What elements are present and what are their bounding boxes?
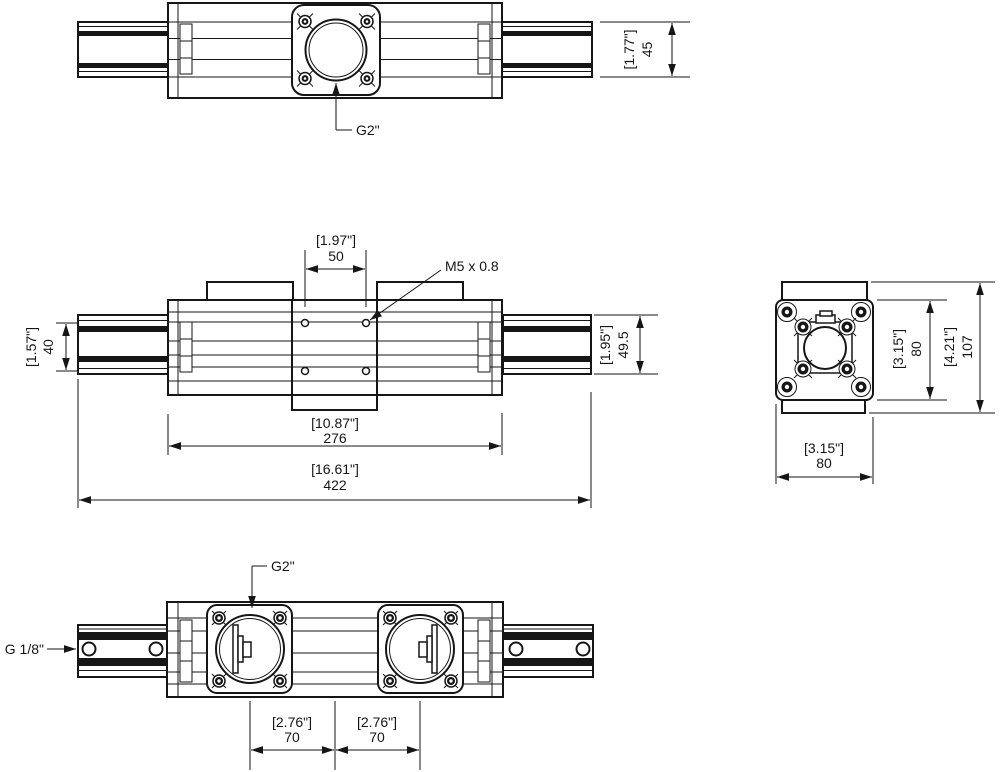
side-bore-screw	[793, 317, 813, 337]
side-dim-overall-h-mm: 107	[959, 335, 975, 359]
front-dim-body-mm: 276	[323, 430, 347, 446]
m5-hole	[300, 318, 310, 328]
m5-hole	[361, 366, 371, 376]
front-dim-guide-inch: [1.57"]	[23, 327, 39, 367]
top-view-left-rail	[77, 21, 169, 78]
side-corner-screw	[777, 377, 797, 397]
top-dim-height-inch: [1.77"]	[621, 30, 637, 70]
port-corner-screw	[272, 610, 288, 626]
g2-port-circle	[304, 18, 368, 82]
piston-detail	[242, 641, 252, 658]
front-dim-rail-inch: [1.95"]	[597, 325, 613, 365]
side-corner-screw	[777, 302, 797, 322]
m5-hole	[361, 318, 371, 328]
side-dim-flange-h-mm: 80	[908, 341, 924, 357]
rail-port-hole	[508, 641, 524, 657]
front-view-body	[167, 299, 503, 396]
bottom-right-port	[377, 604, 464, 694]
bottom-view-left-rail	[77, 624, 168, 678]
bottom-left-port	[206, 604, 293, 694]
g2-port-circle-inner	[389, 618, 451, 680]
bottom-dim-port-offsets: [2.76"] 70 [2.76"] 70	[249, 701, 421, 770]
g18-port-label: G 1/8"	[5, 641, 44, 657]
side-dim-flange-h-inch: [3.15"]	[890, 329, 906, 369]
m5-thread-label: M5 x 0.8	[445, 258, 499, 274]
flange-screw	[358, 69, 376, 88]
g2-port-circle	[385, 614, 455, 684]
front-dim-guide-mm: 40	[40, 339, 56, 355]
front-dim-spacing-inch: [1.97"]	[316, 232, 356, 248]
top-g2-label: G2"	[356, 122, 380, 138]
side-dim-flange-w-inch: [3.15"]	[804, 440, 844, 456]
front-view: [1.97"] 50 M5 x 0.8 [1.57"] 40 [1.95"] 4…	[23, 232, 658, 508]
port-corner-screw	[382, 673, 398, 689]
front-dim-hole-spacing-50: [1.97"] 50	[304, 232, 367, 307]
side-dim-flange-w-mm: 80	[816, 455, 832, 471]
top-view: G2" [1.77"] 45	[77, 2, 690, 138]
g2-port-circle-inner	[219, 618, 281, 680]
side-dim-flange-height-80: [3.15"] 80	[877, 299, 947, 401]
side-dim-overall-height-107: [4.21"] 107	[869, 281, 995, 414]
port-corner-screw	[211, 610, 227, 626]
rail-port-hole	[81, 641, 97, 657]
side-view: [3.15"] 80 [4.21"] 107 [3.15"] 80	[775, 281, 995, 484]
bottom-dim-right-inch: [2.76"]	[357, 714, 397, 730]
side-dim-overall-h-inch: [4.21"]	[941, 327, 957, 367]
carriage-block	[291, 299, 378, 411]
side-bore-screw	[837, 359, 857, 379]
side-bottom-tab	[781, 399, 866, 414]
carriage-plate-left	[206, 281, 294, 301]
bottom-dim-left-mm: 70	[284, 729, 300, 745]
bottom-dim-left-inch: [2.76"]	[272, 714, 312, 730]
front-view-left-rail	[77, 314, 169, 375]
top-g2-leader: G2"	[332, 83, 380, 138]
piston-detail	[418, 641, 428, 658]
front-dim-guide-height-40: [1.57"] 40	[23, 322, 77, 372]
side-dim-flange-width-80: [3.15"] 80	[775, 404, 874, 484]
bottom-dim-right-mm: 70	[369, 729, 385, 745]
front-dim-overall-inch: [16.61"]	[311, 461, 359, 477]
bottom-g2-label: G2"	[271, 558, 295, 574]
port-corner-screw	[443, 673, 459, 689]
front-dim-overall-mm: 422	[323, 477, 347, 493]
side-bore-circle	[803, 326, 847, 370]
front-dim-body-length-276: [10.87"] 276	[167, 413, 503, 455]
side-pinion-housing	[793, 310, 857, 379]
rail-port-hole	[575, 641, 591, 657]
top-view-port-flange	[291, 4, 381, 96]
port-corner-screw	[272, 673, 288, 689]
top-dim-height-45: [1.77"] 45	[600, 21, 690, 78]
side-bore-screw	[837, 317, 857, 337]
top-view-right-rail	[501, 21, 593, 78]
top-dim-height-mm: 45	[639, 42, 655, 58]
rail-port-hole	[148, 641, 164, 657]
front-dim-overall-length-422: [16.61"] 422	[77, 379, 592, 508]
bottom-view-right-rail	[502, 624, 594, 678]
port-corner-screw	[211, 673, 227, 689]
side-bore-screw	[793, 359, 813, 379]
flange-screw	[358, 12, 376, 31]
bottom-g18-leader: G 1/8"	[5, 641, 76, 657]
m5-hole	[300, 366, 310, 376]
g2-port-circle-inner	[308, 22, 364, 78]
carriage-plate-right	[376, 281, 464, 301]
front-dim-spacing-mm: 50	[328, 248, 344, 264]
bottom-g2-leader: G2"	[248, 558, 295, 608]
port-corner-screw	[382, 610, 398, 626]
port-corner-screw	[443, 610, 459, 626]
flange-screw	[296, 69, 314, 88]
bottom-view: G2" G 1/8" [2.76"] 70 [2.76"] 70	[5, 558, 594, 770]
front-dim-body-inch: [10.87"]	[311, 415, 359, 431]
g2-port-circle	[215, 614, 285, 684]
side-corner-screw	[851, 302, 871, 322]
side-top-tab	[781, 281, 868, 301]
side-corner-screw	[851, 377, 871, 397]
front-view-right-rail	[502, 314, 592, 375]
front-m5-leader: M5 x 0.8	[369, 258, 499, 321]
front-dim-rail-height-49-5: [1.95"] 49.5	[594, 314, 658, 375]
front-dim-rail-mm: 49.5	[615, 331, 631, 358]
flange-screw	[296, 12, 314, 31]
